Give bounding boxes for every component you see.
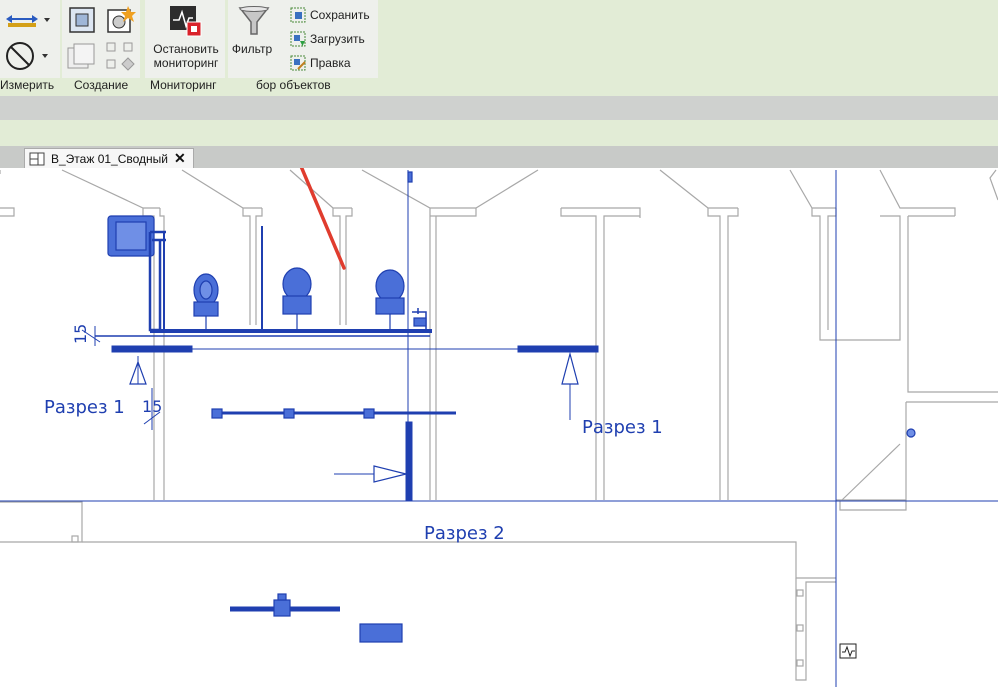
create-similar-icon [107,6,136,33]
drawing-canvas[interactable]: Разрез 1 Разрез 1 Разрез 2 15 15 [0,168,998,687]
create-group-tool[interactable] [66,40,98,72]
panel-measure: Измерить [0,0,60,96]
measure-distance-tool[interactable] [2,6,52,32]
view-tab[interactable]: В_Этаж 01_Сводный ✕ [24,148,194,168]
edit-selection-button[interactable]: Правка [290,53,351,73]
filter-button[interactable]: Фильтр [231,42,273,56]
plumbing-elements[interactable] [95,171,916,643]
toilet-3 [375,269,405,330]
ribbon: Измерить [0,0,998,96]
panel-label-create: Создание [74,78,129,92]
save-selection-button[interactable]: Сохранить [290,5,370,25]
dimension-value-a: 15 [71,324,90,344]
load-selection-button[interactable]: Загрузить [290,29,365,49]
view-tab-title: В_Этаж 01_Сводный [51,151,168,166]
floor-plan-icon [29,152,45,165]
wall-lines [0,169,998,681]
section-label-2: Разрез 2 [424,523,505,544]
save-selection-icon [290,7,306,23]
section-label-1-left: Разрез 1 [44,397,125,418]
cube-icon [69,7,95,33]
create-assembly-tool[interactable] [104,40,136,72]
assembly-icon [106,42,135,71]
create-similar-tool[interactable] [104,4,136,36]
circle-measure-icon [6,42,48,70]
panel-label-measure: Измерить [0,78,55,92]
section-markers [111,345,599,501]
funnel-icon [238,6,270,35]
view-tab-bar [0,146,998,168]
toilet-1 [193,273,219,330]
load-selection-icon [290,31,306,47]
stop-monitoring-icon-btn[interactable] [167,4,203,38]
monitor-status-icon[interactable] [839,643,857,659]
load-selection-label: Загрузить [310,32,365,46]
valve-fixture [273,599,291,617]
save-selection-label: Сохранить [310,8,370,22]
ribbon-separator [0,96,998,120]
panel-selection: Фильтр Сохранить Загрузить Правка [228,0,378,96]
dimension-value-b: 15 [142,397,162,416]
measure-icon [6,15,50,27]
filter-icon-btn[interactable] [236,4,272,38]
stop-monitoring-button[interactable]: Остановить мониторинг [153,42,219,70]
panel-label-selection: бор объектов [256,78,331,92]
dimension-marks [81,326,161,430]
stacked-sheets-icon [67,43,95,69]
monitor-stop-icon [170,6,202,37]
panel-label-monitoring: Мониторинг [150,78,217,92]
close-tab-icon[interactable]: ✕ [174,150,186,166]
annotation-arrow [299,168,346,270]
measure-angle-tool[interactable] [2,40,52,72]
section-label-1-right: Разрез 1 [582,417,663,438]
panel-monitoring: Остановить мониторинг Мониторинг [145,0,225,96]
panel-create: Создание [62,0,140,96]
edit-selection-icon [290,55,306,71]
edit-selection-label: Правка [310,56,351,70]
options-bar [0,120,998,146]
toilet-2 [282,267,312,330]
create-part-tool[interactable] [66,4,98,36]
